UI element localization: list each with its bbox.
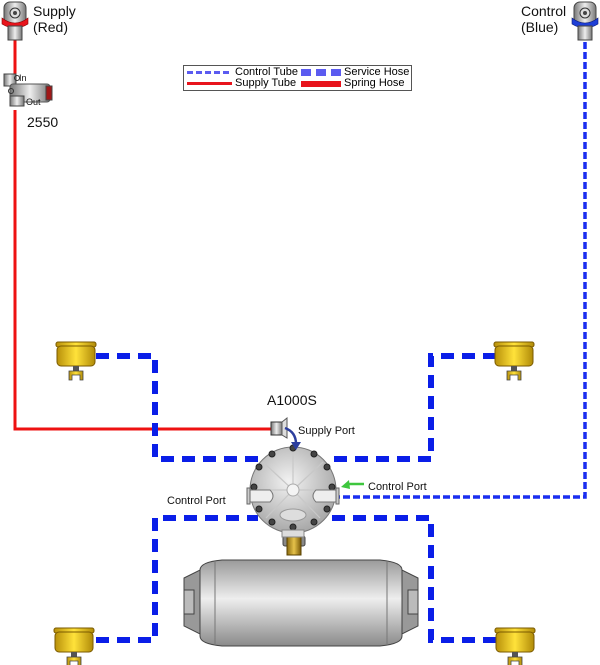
legend-item-spring-hose: Spring Hose — [301, 78, 405, 89]
supply-label-line1: Supply — [33, 3, 76, 19]
service-hose-lower-right — [330, 515, 496, 643]
legend-item-supply-tube: Supply Tube — [187, 78, 296, 89]
service-hose-lower-left — [96, 515, 258, 643]
legend: Control Tube Service Hose Supply Tube Sp… — [183, 65, 412, 91]
valve-2550-out-label: Out — [26, 97, 41, 107]
valve-2550[interactable] — [3, 73, 53, 107]
control-tube-swatch — [187, 71, 232, 74]
legend-label: Service Hose — [344, 66, 410, 78]
legend-label: Spring Hose — [344, 77, 405, 89]
valve-2550-label: 2550 — [27, 114, 59, 130]
control-port-left-label: Control Port — [167, 495, 226, 507]
service-hose-upper-left — [96, 353, 258, 462]
control-label-line2: (Blue) — [521, 19, 559, 35]
supply-label-line2: (Red) — [33, 19, 69, 35]
spring-hose-swatch — [301, 80, 341, 87]
brass-fitting — [286, 534, 302, 556]
supply-port-label: Supply Port — [298, 425, 355, 437]
supply-tube — [13, 40, 272, 431]
legend-label: Supply Tube — [235, 77, 297, 89]
service-hose-swatch — [301, 69, 341, 76]
brake-chamber-upper-left[interactable] — [55, 341, 97, 381]
control-label-line1: Control — [521, 3, 567, 19]
control-glad-hand[interactable] — [571, 1, 599, 41]
supply-glad-hand-label: Supply (Red) — [33, 3, 76, 35]
service-hose-upper-right — [330, 353, 496, 462]
relay-valve-label: A1000S — [267, 392, 317, 408]
service-hoses — [96, 353, 496, 643]
supply-port-arrowhead-icon — [291, 442, 301, 450]
control-glad-hand-label: Control (Blue) — [521, 3, 566, 35]
control-tube — [332, 42, 587, 499]
control-port-arrowhead-icon — [341, 480, 350, 489]
legend-item-control-tube: Control Tube — [187, 67, 298, 78]
legend-label: Control Tube — [235, 66, 298, 78]
supply-tube-segment-main — [13, 110, 272, 431]
supply-glad-hand[interactable] — [1, 1, 29, 41]
valve-2550-in-label: In — [19, 73, 27, 83]
brake-chamber-upper-right[interactable] — [493, 341, 535, 381]
supply-port-fitting[interactable] — [270, 416, 288, 439]
legend-item-service-hose: Service Hose — [301, 67, 409, 78]
brake-chamber-lower-left[interactable] — [53, 627, 95, 665]
relay-valve-a1000s[interactable] — [246, 444, 340, 538]
brake-chamber-lower-right[interactable] — [494, 627, 536, 665]
supply-tube-swatch — [187, 82, 232, 85]
control-port-right-label: Control Port — [368, 481, 427, 493]
